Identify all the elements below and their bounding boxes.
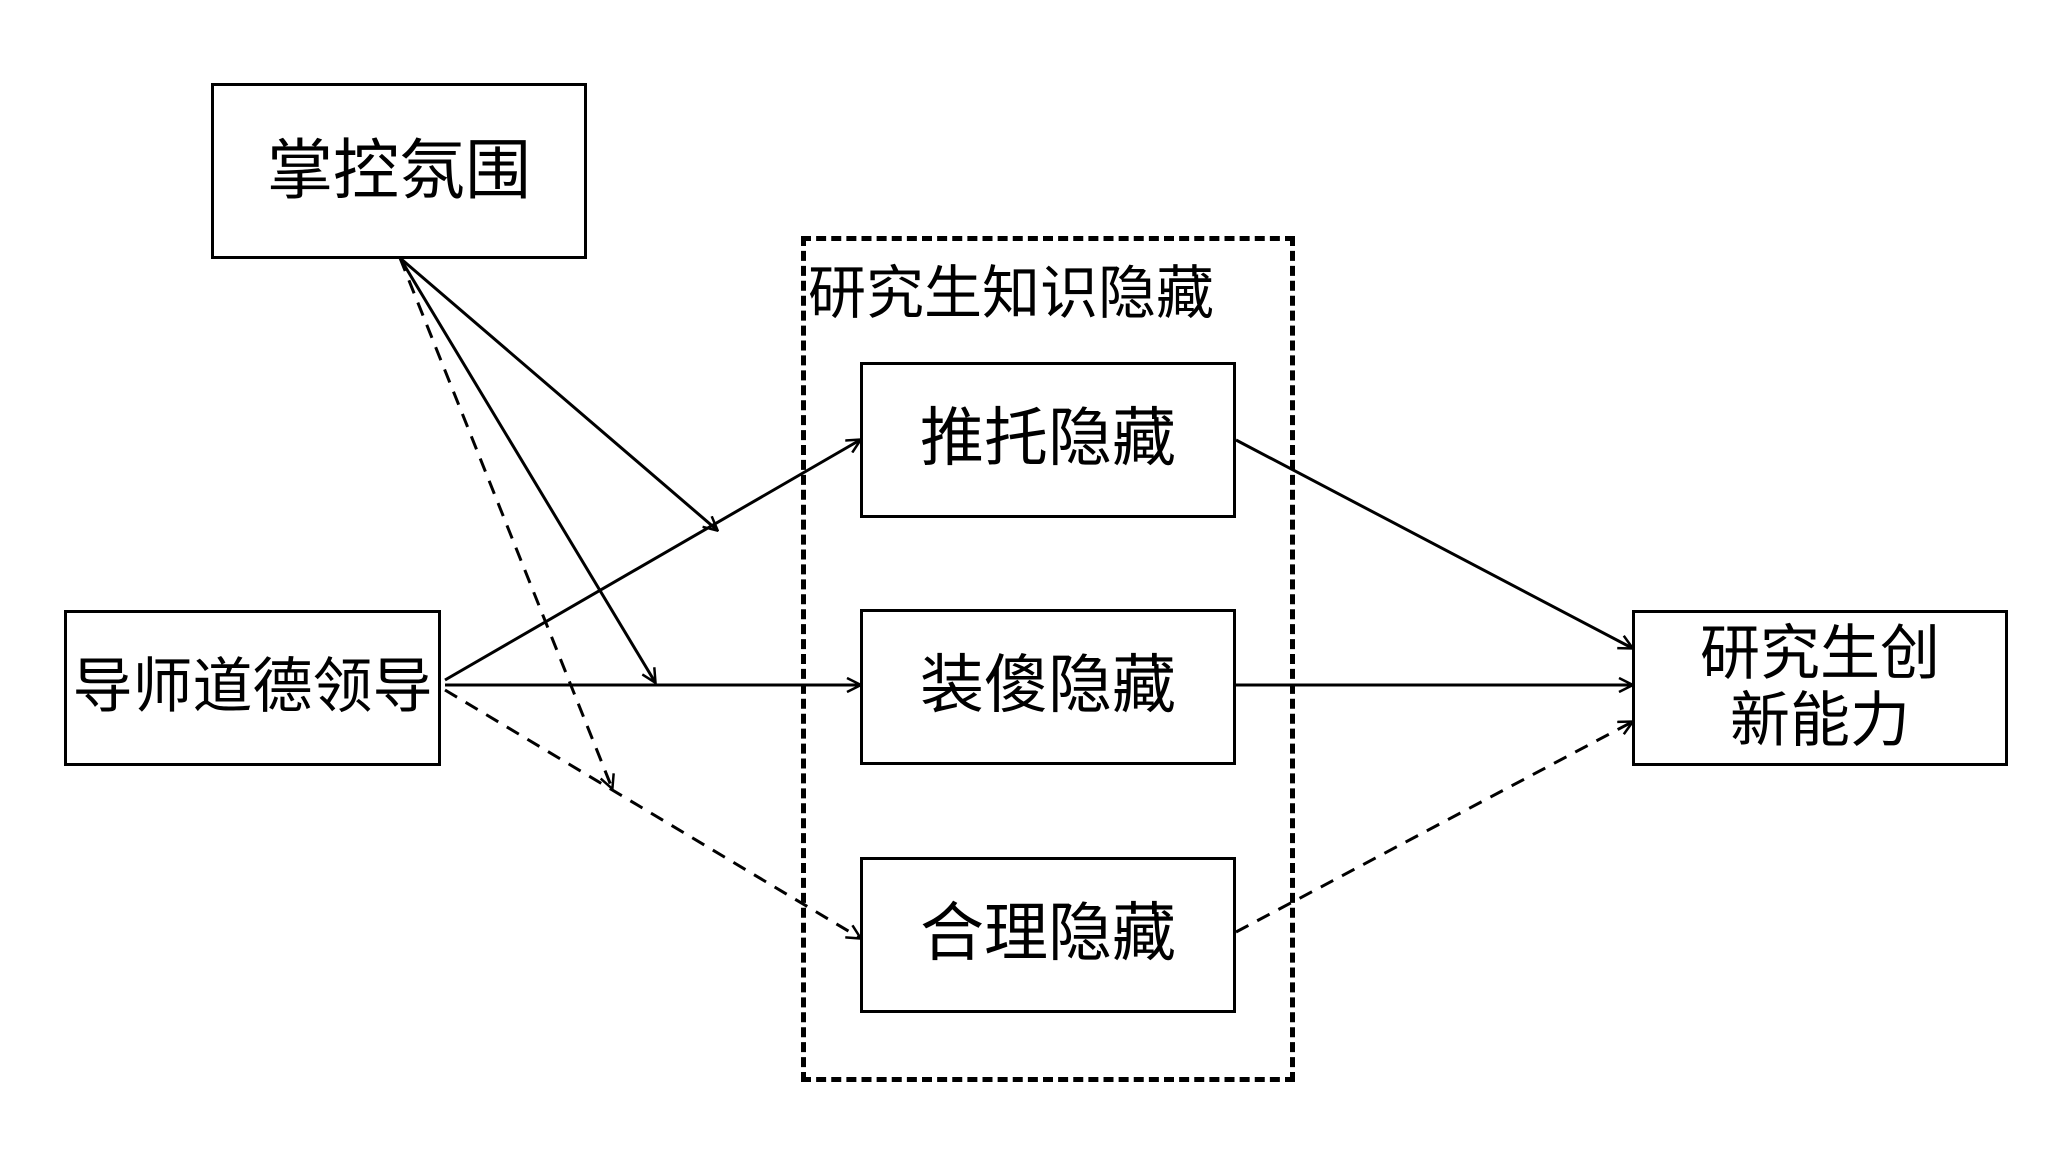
edge-rationalized-to-creativity xyxy=(1235,722,1632,934)
node-ethical-leadership: 导师道德领导 xyxy=(64,610,441,766)
edge-climate-moderates-playing-dumb xyxy=(398,257,655,682)
knowledge-hiding-group-label: 研究生知识隐藏 xyxy=(808,259,1215,327)
node-graduate-creativity: 研究生创 新能力 xyxy=(1632,610,2008,766)
edge-leadership-to-evasive xyxy=(444,440,860,682)
edge-climate-moderates-evasive xyxy=(399,256,717,530)
node-evasive-hiding: 推托隐藏 xyxy=(860,362,1236,518)
node-rationalized-hiding: 合理隐藏 xyxy=(860,857,1236,1013)
knowledge-hiding-group xyxy=(801,236,1295,1082)
node-mastery-climate: 掌控氛围 xyxy=(211,83,587,259)
edge-evasive-to-creativity xyxy=(1235,438,1632,648)
node-playing-dumb-hiding: 装傻隐藏 xyxy=(860,609,1236,765)
edge-leadership-to-rationalized xyxy=(444,688,860,938)
